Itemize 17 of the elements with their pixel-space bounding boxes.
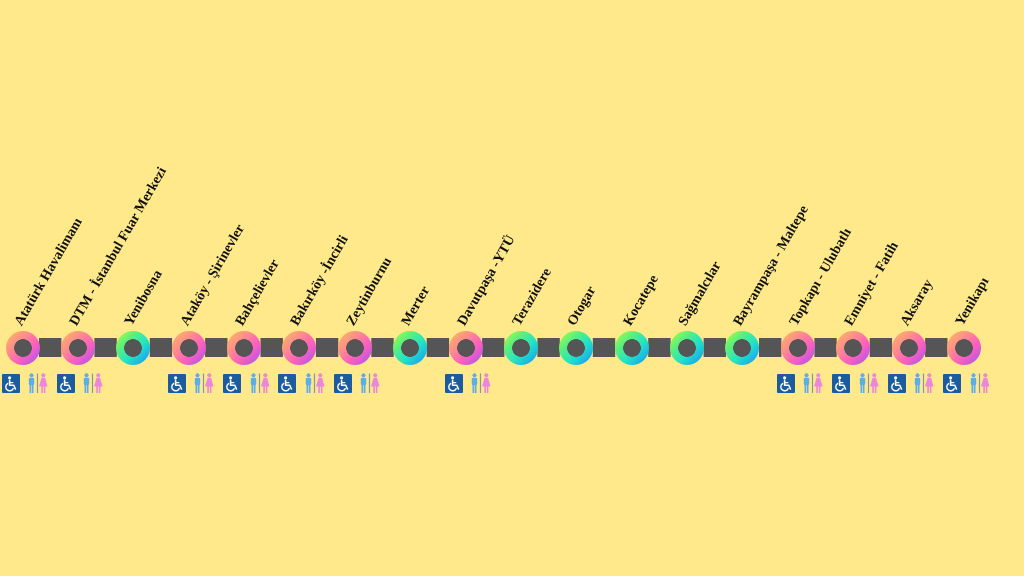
track-line bbox=[648, 338, 671, 357]
track-line bbox=[39, 338, 62, 357]
track-line bbox=[482, 338, 505, 357]
track-line bbox=[149, 338, 173, 357]
track-line bbox=[592, 338, 616, 357]
track-line bbox=[537, 338, 560, 357]
track-line bbox=[814, 338, 837, 357]
track-line bbox=[371, 338, 394, 357]
track-line bbox=[759, 338, 782, 357]
track-line bbox=[925, 338, 948, 357]
track-line bbox=[94, 338, 117, 357]
track-line bbox=[260, 338, 283, 357]
track-line bbox=[869, 338, 893, 357]
track-line bbox=[426, 338, 450, 357]
track-line bbox=[703, 338, 726, 357]
track-line bbox=[315, 338, 339, 357]
track-line bbox=[205, 338, 228, 357]
